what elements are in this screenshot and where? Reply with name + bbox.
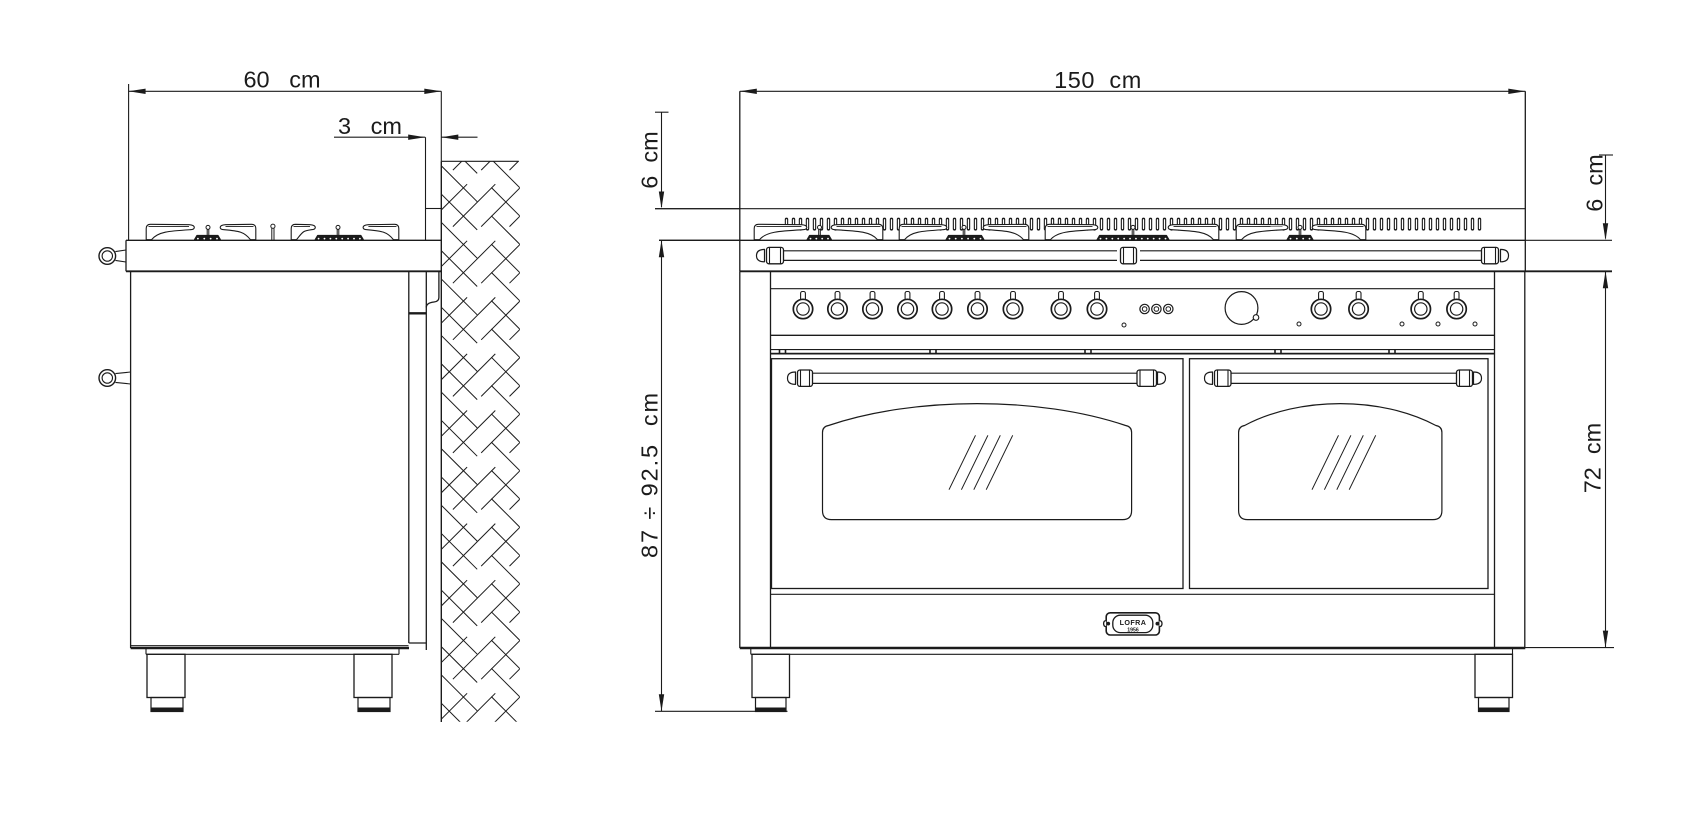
svg-text:72 cm: 72 cm — [1580, 423, 1606, 494]
svg-text:3 cm: 3 cm — [338, 113, 402, 139]
svg-text:6 cm: 6 cm — [1582, 154, 1608, 211]
svg-text:150 cm: 150 cm — [1054, 67, 1142, 93]
svg-text:60 cm: 60 cm — [243, 67, 320, 93]
svg-text:LOFRA: LOFRA — [1120, 618, 1147, 627]
svg-text:1956: 1956 — [1127, 627, 1139, 633]
svg-text:6 cm: 6 cm — [637, 131, 663, 188]
svg-text:87 ÷ 92.5 cm: 87 ÷ 92.5 cm — [637, 391, 663, 558]
